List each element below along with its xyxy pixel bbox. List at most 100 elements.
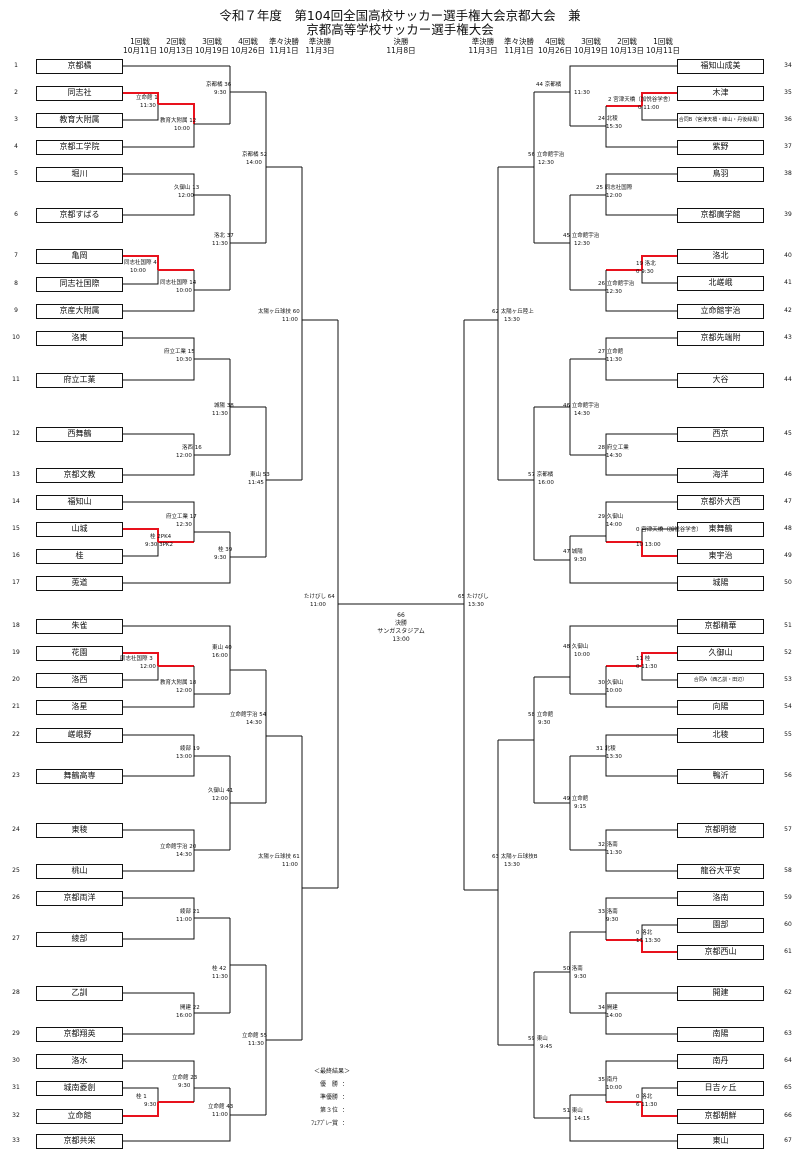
team-box: 京都明徳	[677, 823, 764, 838]
match-label: 25 同志社国際	[596, 185, 633, 191]
team-number: 9	[14, 307, 18, 314]
match-label: 57 京都橘	[528, 472, 554, 478]
winner-path	[641, 652, 677, 666]
match-label: 10 13:00	[636, 542, 661, 548]
tournament-title-line2: 京都高等学校サッカー選手権大会	[306, 22, 494, 37]
match-label: 12:00	[178, 193, 194, 199]
team-number: 29	[12, 1030, 20, 1037]
match-label: 62 太陽ヶ丘陸上	[492, 309, 534, 315]
match-label: 63 太陽ヶ丘球技B	[492, 854, 538, 860]
winner-path	[123, 528, 159, 542]
bracket-line	[265, 92, 302, 168]
team-box: 龍谷大平安	[677, 864, 764, 879]
round-date: 10月13日	[609, 46, 645, 55]
bracket-line	[123, 693, 230, 708]
match-label: 洛北 37	[214, 233, 234, 239]
team-box: 東山	[677, 1134, 764, 1149]
team-number: 60	[784, 921, 792, 928]
round-name: 1回戦	[130, 37, 150, 46]
team-number: 62	[784, 989, 792, 996]
team-box: 京都共栄	[36, 1134, 123, 1149]
bracket-line	[569, 536, 677, 584]
match-label: たけびし 64	[304, 594, 335, 600]
match-label: 12:00	[212, 796, 228, 802]
team-number: 7	[14, 252, 18, 259]
match-label: 0 宮津天橋（加悦谷学舎）	[636, 527, 702, 533]
team-number: 16	[12, 552, 20, 559]
match-label: 13:30	[504, 317, 520, 323]
match-label: 16:00	[538, 480, 554, 486]
final-venue: サンガスタジアム	[377, 628, 425, 635]
match-label: 11:30	[212, 241, 228, 247]
team-number: 20	[12, 676, 20, 683]
match-label: 10:00	[176, 288, 192, 294]
team-box: 同志社	[36, 86, 123, 101]
match-label: 47 城陽	[563, 549, 583, 555]
match-label: 同志社国際 4	[124, 260, 157, 266]
final-time: 13:00	[392, 636, 410, 643]
results-heading: ＜最終結果＞	[313, 1068, 350, 1075]
bracket-line	[498, 677, 535, 741]
bracket-line	[464, 167, 499, 321]
match-label: 11 桂	[636, 656, 651, 662]
team-number: 25	[12, 867, 20, 874]
match-label: 立命館 1	[136, 95, 158, 101]
team-box: 桃山	[36, 864, 123, 879]
team-box: 北稜	[677, 728, 764, 743]
team-number: 53	[784, 676, 792, 683]
match-label: 開建 22	[180, 1005, 200, 1011]
bracket-line	[534, 65, 677, 93]
bracket-line	[229, 918, 266, 966]
match-label: 0 11:00	[638, 105, 660, 111]
team-number: 66	[784, 1112, 792, 1119]
team-number: 51	[784, 622, 792, 629]
match-label: 9:30	[214, 90, 227, 96]
match-label: 立命館宇治 20	[160, 844, 197, 850]
bracket-line	[605, 501, 677, 530]
team-box: 福知山成美	[677, 59, 764, 74]
result-row: 準優勝：	[292, 1091, 372, 1104]
match-label: 立命館 55	[242, 1033, 268, 1039]
bracket-line	[570, 194, 677, 216]
match-label: 9:30	[214, 555, 227, 561]
team-box: 東舞鶴	[677, 522, 764, 537]
team-number: 30	[12, 1057, 20, 1064]
match-label: 11:30	[248, 1041, 264, 1047]
match-label: 11:00	[212, 1112, 228, 1118]
match-label: 桂 2PK4	[150, 534, 172, 540]
match-label: 同志社国際 3	[120, 656, 153, 662]
team-box: 京産大附属	[36, 304, 123, 319]
team-number: 3	[14, 116, 18, 123]
match-label: 桂 39	[218, 547, 233, 553]
team-number: 32	[12, 1112, 20, 1119]
team-box: 向陽	[677, 700, 764, 715]
bracket-line	[570, 289, 677, 312]
bracket-line	[123, 358, 230, 381]
team-box: 京都先端附	[677, 331, 764, 346]
match-label: 教育大附属 12	[160, 118, 197, 124]
round-date: 11月1日	[269, 46, 299, 55]
bracket-line	[605, 1060, 677, 1088]
team-number: 5	[14, 170, 18, 177]
bracket-line	[570, 755, 677, 777]
match-label: 2 宮津天橋（加悦谷学舎）	[608, 97, 674, 103]
match-label: 29 久御山	[598, 514, 624, 520]
round-name: 2回戦	[166, 37, 186, 46]
team-number: 22	[12, 731, 20, 738]
match-label: 久御山 13	[174, 185, 200, 191]
match-label: 35 南丹	[598, 1077, 618, 1083]
bracket-line	[123, 849, 230, 872]
match-label: 13:30	[468, 602, 484, 608]
round-date: 11月3日	[305, 46, 335, 55]
bracket-line	[498, 407, 535, 481]
bracket-line	[123, 532, 231, 584]
bracket-line	[464, 740, 499, 891]
match-label: 10:00	[174, 126, 190, 132]
match-label: 11:00	[176, 917, 192, 923]
team-number: 19	[12, 649, 20, 656]
round-date: 11月8日	[386, 46, 416, 55]
match-label: 33 洛南	[598, 909, 618, 915]
team-box: 亀岡	[36, 249, 123, 264]
